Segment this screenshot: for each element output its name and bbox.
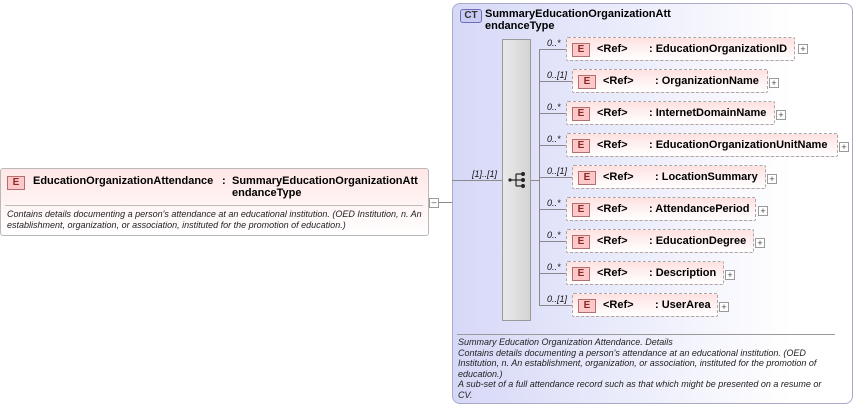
complex-type-name: SummaryEducationOrganizationAtt endanceT… [485,8,785,32]
expand-icon[interactable]: + [767,174,777,184]
ref-label: <Ref> [597,107,628,119]
complex-type-icon: CT [460,9,482,23]
child-element-box[interactable]: E <Ref> : LocationSummary [572,165,766,189]
complex-type-documentation: Summary Education Organization Attendanc… [458,337,838,400]
doc-line-3: A sub-set of a full attendance record su… [458,379,822,400]
occurrence-label: 0..[1] [547,294,568,304]
expand-icon[interactable]: + [839,142,849,152]
sequence-icon [508,172,525,188]
child-element-box[interactable]: E <Ref> : AttendancePeriod [566,197,756,221]
ref-label: <Ref> [597,43,628,55]
ref-label: <Ref> [597,235,628,247]
child-element-box[interactable]: E <Ref> : EducationDegree [566,229,754,253]
divider [457,334,835,335]
sequence-occurrence: [1]..[1] [472,169,498,179]
occurrence-label: 0..[1] [547,166,568,176]
ref-label: <Ref> [597,203,628,215]
element-icon: E [572,107,590,121]
child-element-box[interactable]: E <Ref> : EducationOrganizationUnitName [566,133,838,157]
child-element-name: : InternetDomainName [649,107,767,119]
child-element-name: : EducationOrganizationID [649,43,788,55]
child-element-box[interactable]: E <Ref> : OrganizationName [572,69,768,93]
child-element-box[interactable]: E <Ref> : InternetDomainName [566,101,775,125]
occurrence-label: 0..* [547,38,561,48]
doc-line-1: Summary Education Organization Attendanc… [458,337,673,347]
expand-icon[interactable]: + [798,44,808,54]
element-icon: E [578,75,596,89]
connector-line [539,273,566,274]
collapse-toggle[interactable]: – [429,198,439,208]
child-element-name: : UserArea [655,299,711,311]
expand-icon[interactable]: + [725,270,735,280]
connector-line [439,202,452,203]
occurrence-label: 0..* [547,102,561,112]
root-element-name: EducationOrganizationAttendance [33,175,214,187]
root-type-line-2: endanceType [232,187,302,199]
occurrence-label: 0..[1] [547,70,568,80]
child-element-name: : EducationDegree [649,235,747,247]
ref-label: <Ref> [597,267,628,279]
child-element-box[interactable]: E <Ref> : Description [566,261,724,285]
ref-label: <Ref> [603,75,634,87]
element-icon: E [572,235,590,249]
root-documentation: Contains details documenting a person's … [7,209,422,230]
element-icon: E [7,176,25,190]
child-element-name: : EducationOrganizationUnitName [649,139,828,151]
expand-icon[interactable]: + [758,206,768,216]
ref-label: <Ref> [597,139,628,151]
element-icon: E [578,171,596,185]
occurrence-label: 0..* [547,230,561,240]
expand-icon[interactable]: + [755,238,765,248]
connector-line [531,180,539,181]
complex-type-name-line-1: SummaryEducationOrganizationAtt [485,8,671,20]
ref-label: <Ref> [603,171,634,183]
root-type-line-1: SummaryEducationOrganizationAtt [232,175,418,187]
connector-line [452,180,502,181]
child-element-name: : OrganizationName [655,75,759,87]
element-icon: E [572,203,590,217]
child-element-name: : Description [649,267,717,279]
element-icon: E [572,43,590,57]
occurrence-label: 0..* [547,262,561,272]
ref-label: <Ref> [603,299,634,311]
divider [5,205,423,206]
root-element-box[interactable]: E EducationOrganizationAttendance : Summ… [0,168,429,236]
connector-line [539,241,566,242]
doc-line-2: Contains details documenting a person's … [458,347,817,379]
connector-line [539,49,566,50]
element-icon: E [572,139,590,153]
occurrence-label: 0..* [547,134,561,144]
expand-icon[interactable]: + [769,78,779,88]
connector-line [539,305,572,306]
expand-icon[interactable]: + [776,110,786,120]
connector-line [539,177,572,178]
child-element-name: : AttendancePeriod [649,203,750,215]
child-element-name: : LocationSummary [655,171,758,183]
expand-icon[interactable]: + [719,302,729,312]
connector-line [539,209,566,210]
type-separator: : [222,175,226,187]
element-icon: E [572,267,590,281]
child-element-box[interactable]: E <Ref> : EducationOrganizationID [566,37,795,61]
occurrence-label: 0..* [547,198,561,208]
connector-line [539,113,566,114]
connector-line [539,145,566,146]
child-element-box[interactable]: E <Ref> : UserArea [572,293,718,317]
root-element-type: SummaryEducationOrganizationAtt endanceT… [232,175,427,199]
element-icon: E [578,299,596,313]
complex-type-name-line-2: endanceType [485,20,555,32]
connector-line [539,81,572,82]
